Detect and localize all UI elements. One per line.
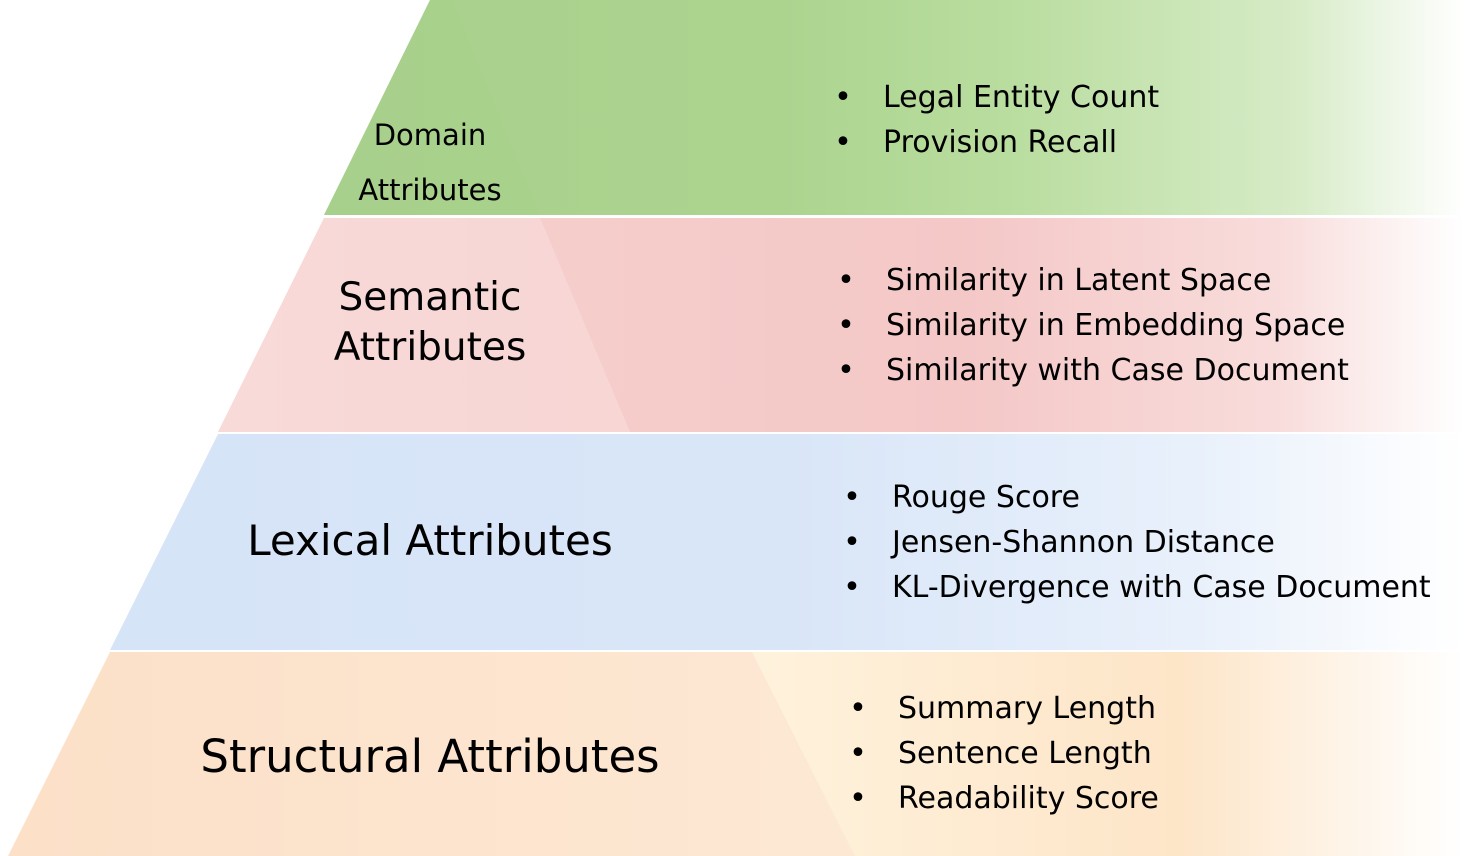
list-item: • KL-Divergence with Case Document bbox=[842, 565, 1431, 610]
bullet-list-structural: • Summary Length • Sentence Length • Rea… bbox=[848, 686, 1159, 821]
tier-label-domain: Domain Attributes bbox=[358, 108, 501, 218]
tier-label-semantic-line-1: Semantic bbox=[338, 275, 522, 320]
bullet-icon: • bbox=[843, 525, 861, 560]
tier-band-domain-shade bbox=[324, 0, 540, 215]
bullet-icon: • bbox=[849, 736, 867, 771]
list-item: • Readability Score bbox=[848, 776, 1159, 821]
list-item-text: Jensen-Shannon Distance bbox=[892, 525, 1275, 560]
list-item: • Similarity with Case Document bbox=[836, 348, 1349, 393]
tier-label-domain-line-1: Domain bbox=[373, 118, 487, 152]
tier-band-lexical bbox=[110, 434, 1464, 650]
list-item-text: Rouge Score bbox=[892, 480, 1080, 515]
bullet-icon: • bbox=[837, 308, 855, 343]
bullet-list-domain: • Legal Entity Count • Provision Recall bbox=[833, 75, 1159, 165]
bullet-icon: • bbox=[834, 125, 852, 160]
list-item-text: Summary Length bbox=[898, 691, 1156, 726]
tier-band-semantic-shade bbox=[218, 218, 630, 432]
tier-label-semantic-line-2: Attributes bbox=[333, 325, 527, 370]
bullet-list-lexical: • Rouge Score • Jensen-Shannon Distance … bbox=[842, 475, 1431, 610]
bullet-icon: • bbox=[837, 353, 855, 388]
tier-band-domain bbox=[324, 0, 1464, 215]
bullet-icon: • bbox=[849, 781, 867, 816]
list-item-text: Legal Entity Count bbox=[883, 80, 1160, 115]
list-item-text: Sentence Length bbox=[898, 736, 1152, 771]
list-item-text: Similarity in Latent Space bbox=[886, 263, 1272, 298]
list-item: • Sentence Length bbox=[848, 731, 1159, 776]
tier-label-lexical-line-1: Lexical Attributes bbox=[247, 516, 613, 565]
bullet-icon: • bbox=[843, 570, 861, 605]
bullet-icon: • bbox=[837, 263, 855, 298]
list-item-text: Provision Recall bbox=[883, 125, 1118, 160]
bullet-icon: • bbox=[849, 691, 867, 726]
list-item: • Jensen-Shannon Distance bbox=[842, 520, 1431, 565]
list-item-text: Readability Score bbox=[898, 781, 1159, 816]
bullet-list-semantic: • Similarity in Latent Space • Similarit… bbox=[836, 258, 1349, 393]
list-item: • Provision Recall bbox=[833, 120, 1159, 165]
tier-label-structural-line-1: Structural Attributes bbox=[200, 730, 660, 783]
tier-label-domain-line-2: Attributes bbox=[358, 173, 502, 207]
tier-label-lexical: Lexical Attributes bbox=[247, 516, 612, 566]
list-item-text: Similarity in Embedding Space bbox=[886, 308, 1346, 343]
list-item: • Legal Entity Count bbox=[833, 75, 1159, 120]
list-item: • Similarity in Latent Space bbox=[836, 258, 1349, 303]
list-item: • Summary Length bbox=[848, 686, 1159, 731]
bullet-icon: • bbox=[843, 480, 861, 515]
tier-label-semantic: Semantic Attributes bbox=[334, 273, 527, 373]
list-item: • Similarity in Embedding Space bbox=[836, 303, 1349, 348]
list-item-text: Similarity with Case Document bbox=[886, 353, 1349, 388]
bullet-icon: • bbox=[834, 80, 852, 115]
tier-band-structural-right bbox=[752, 652, 1464, 856]
list-item-text: KL-Divergence with Case Document bbox=[892, 570, 1431, 605]
list-item: • Rouge Score bbox=[842, 475, 1431, 520]
tier-label-structural: Structural Attributes bbox=[200, 731, 659, 783]
